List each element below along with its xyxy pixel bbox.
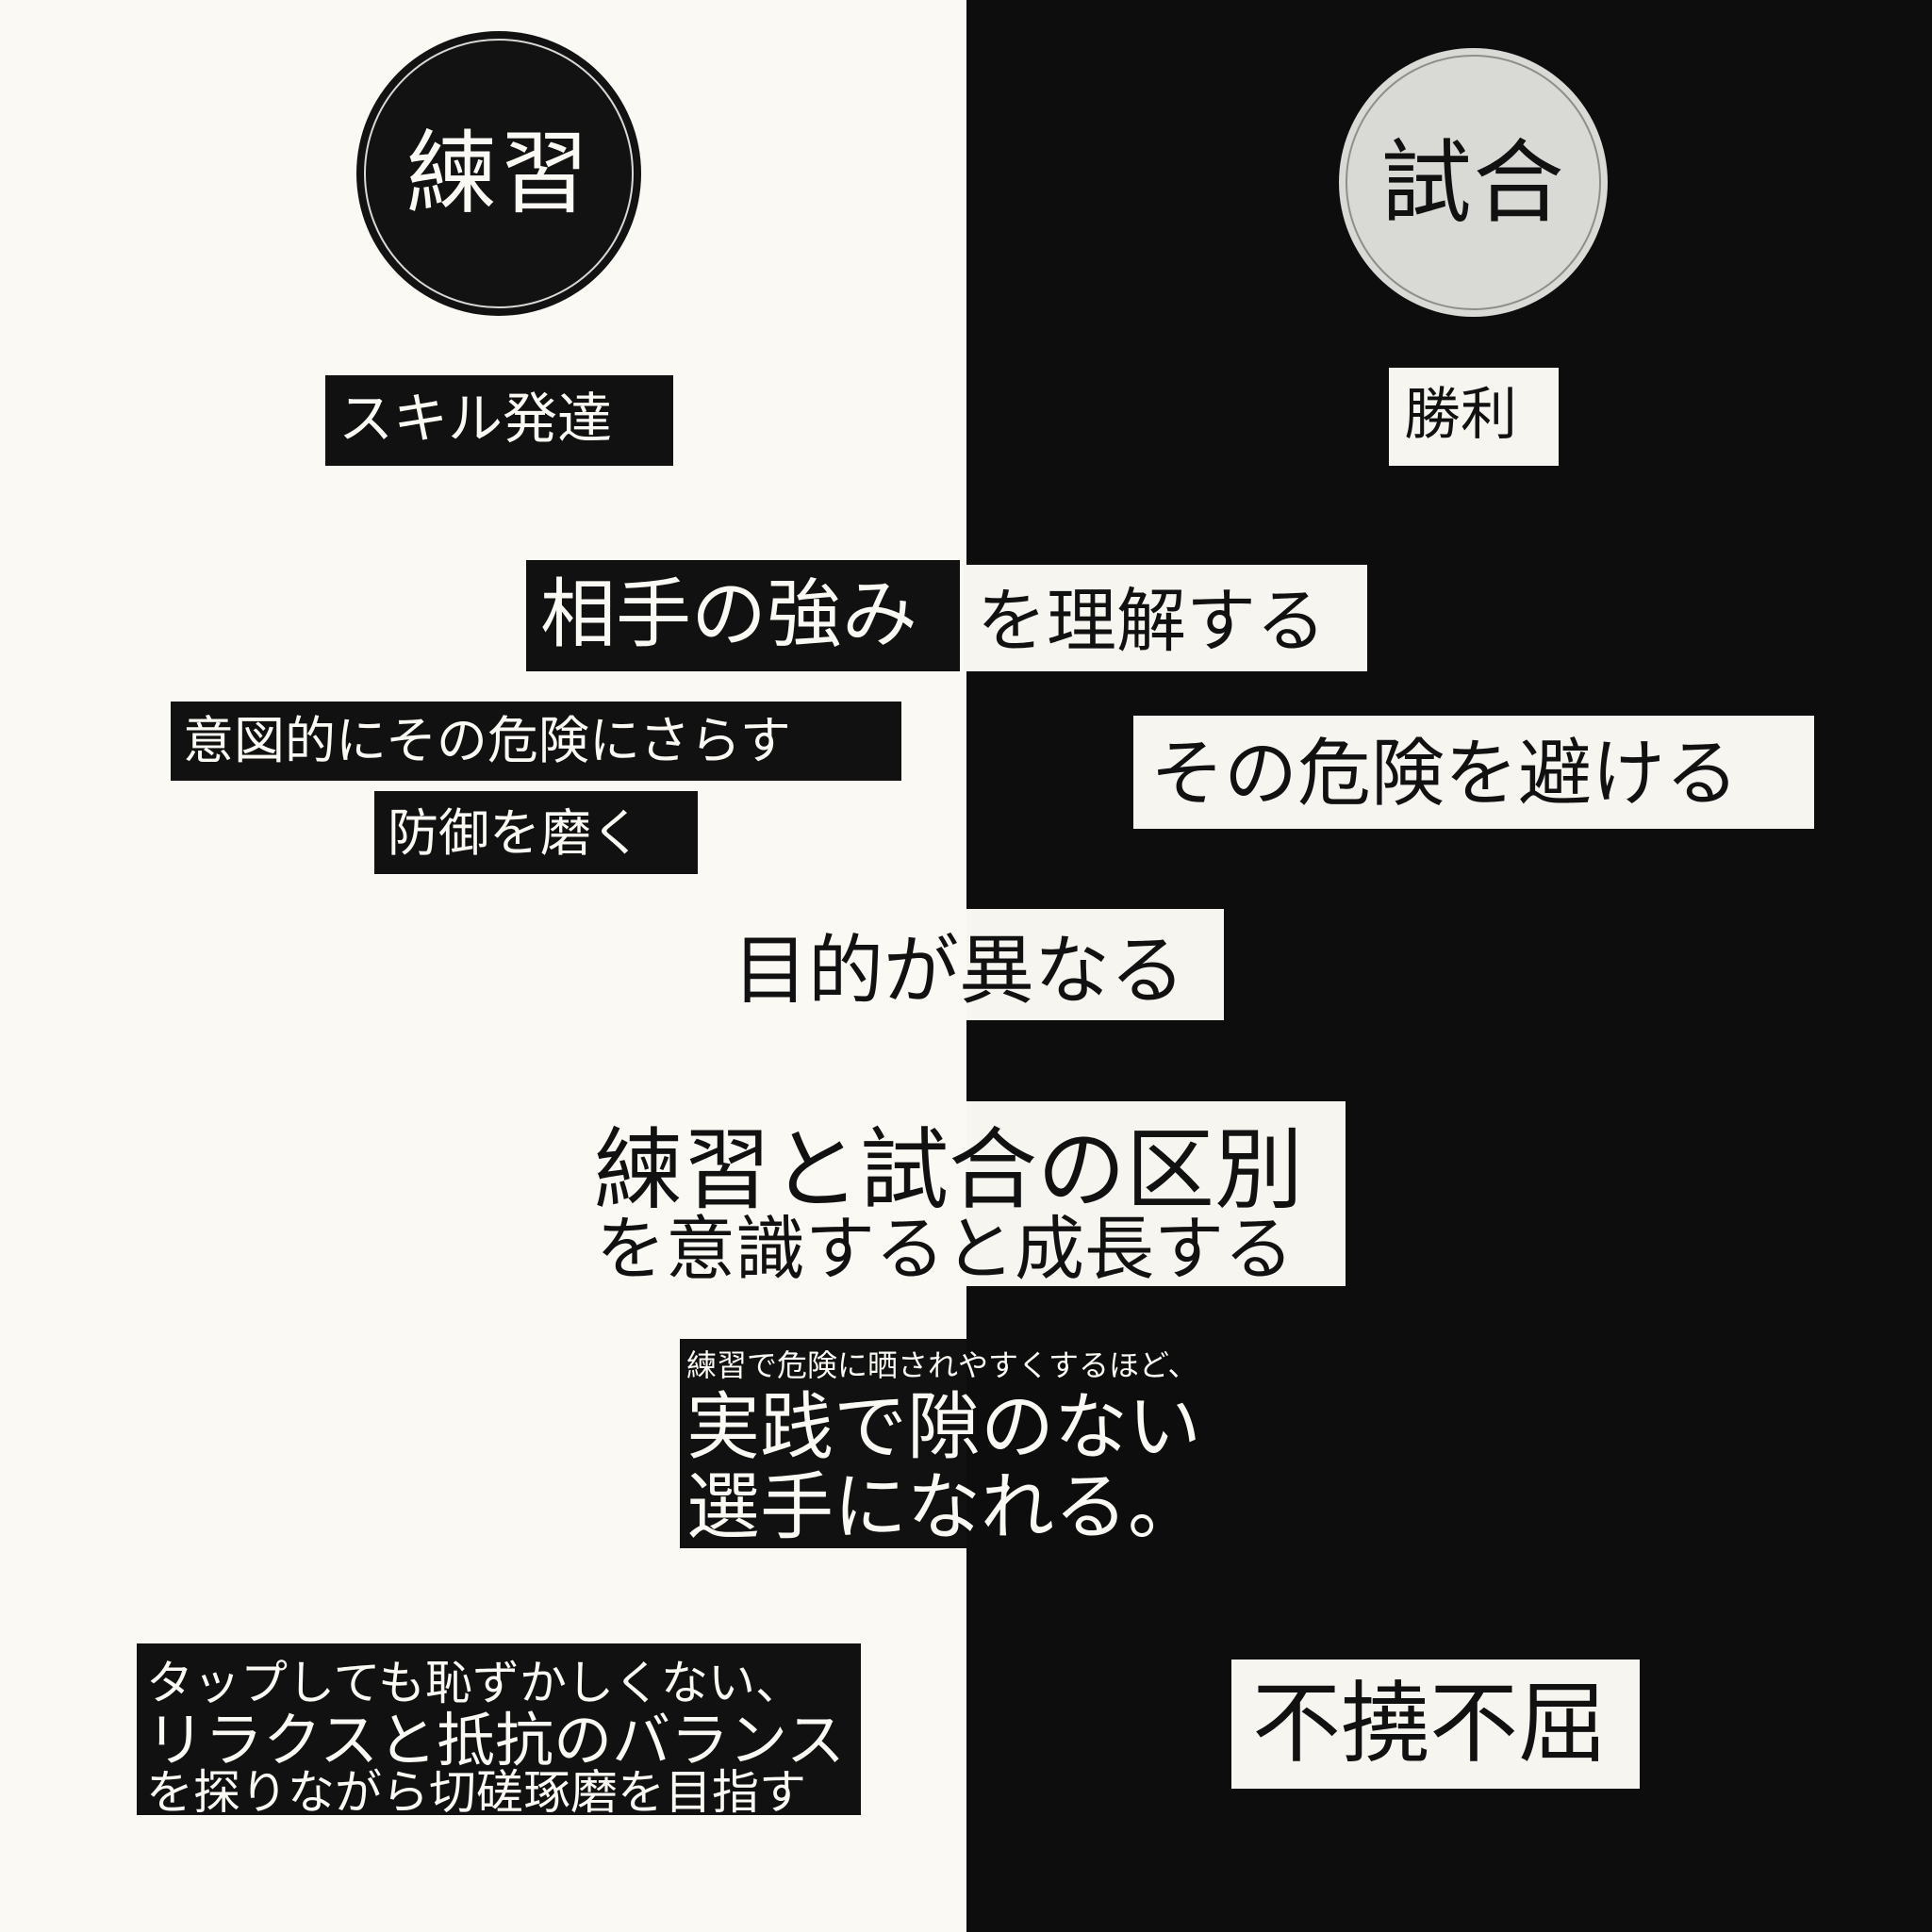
avoid-danger-label: その危険を避ける: [1133, 716, 1814, 829]
tap-note-box: [137, 1643, 861, 1815]
distinction-heading: 練習と試合の区別: [594, 1119, 1304, 1222]
practice-circle-badge: 練習: [356, 31, 641, 316]
match-goal-label: 勝利: [1389, 368, 1559, 466]
tap-note-line-2: リラクスと抵抗のバランス: [146, 1706, 845, 1775]
match-circle-label: 試合: [1380, 129, 1566, 236]
purpose-highlight: [966, 909, 1224, 1020]
grit-label: 不撓不屈: [1231, 1660, 1640, 1789]
distinction-subheading: を意識すると成長する: [596, 1209, 1294, 1290]
conclusion-line-1: 実践で隙のない: [686, 1385, 1202, 1470]
tap-note-line-1: タップしても恥ずかしくない、: [146, 1656, 802, 1710]
refine-defense-label: 防御を磨く: [374, 791, 698, 874]
practice-goal-label: スキル発達: [325, 375, 673, 466]
expose-danger-label: 意図的にその危険にさらす: [171, 702, 901, 781]
distinction-highlight: [966, 1101, 1346, 1286]
match-circle-badge: 試合: [1339, 48, 1608, 317]
conclusion-highlight: [680, 1339, 966, 1548]
opponent-strength-label: 相手の強み: [526, 560, 960, 671]
purpose-heading: 目的が異なる: [733, 927, 1185, 1015]
practice-circle-label: 練習: [406, 121, 591, 226]
understand-label: を理解する: [964, 565, 1367, 671]
tap-note-line-3: を探りながら切磋琢磨を目指す: [146, 1765, 806, 1820]
conclusion-line-2: 選手になれる。: [686, 1465, 1202, 1550]
conclusion-lead: 練習で危険に晒されやすくするほど、: [686, 1347, 1198, 1383]
